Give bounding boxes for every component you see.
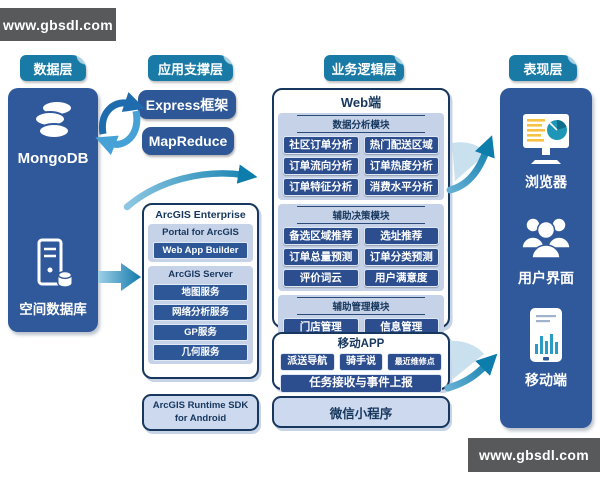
portal-item: Web App Builder [153,242,248,259]
arcgis-server-title: ArcGIS Server [168,269,233,280]
arrow-spatialdb-arcgis [98,263,141,291]
arcgis-service-item: GP服务 [153,324,248,341]
arrow-mobileapp-mobile [444,340,498,392]
arcgis-server-panel: ArcGIS Server 地图服务 网络分析服务 GP服务 几何服务 [148,266,253,364]
data-node-label: 空间数据库 [19,302,87,317]
wechat-miniprogram-box: 微信小程序 [272,396,450,428]
mapreduce-node: MapReduce [142,127,234,155]
data-layer-column: MongoDB 空间数据库 [8,88,98,332]
watermark-text: www.gbsdl.com [3,16,113,33]
portal-title: Portal for ArcGIS [162,227,239,238]
data-node-label: MongoDB [17,150,89,167]
module-item: 评价词云 [283,269,359,287]
module-item: 订单特征分析 [283,178,359,196]
module-item: 备选区域推荐 [283,227,359,245]
watermark-bottom-right: www.gbsdl.com [468,438,600,472]
mobile-app-items: 派送导航 骑手说 最近维修点 [278,351,444,371]
watermark-top-left: www.gbsdl.com [0,8,116,41]
module-title: 辅助管理模块 [297,297,425,315]
module-items: 社区订单分析 热门配送区域 订单流向分析 订单热度分析 订单特征分析 消费水平分… [281,133,441,197]
layer-tab-presentation: 表现层 [509,55,577,81]
web-box-title: Web端 [340,95,382,110]
layer-tab-data: 数据层 [20,55,86,81]
watermark-text: www.gbsdl.com [479,447,589,463]
express-framework-node: Express框架 [138,90,236,119]
module-item: 订单分类预测 [363,248,439,266]
presentation-layer-column: 浏览器 用户界面 [500,88,592,428]
module-title: 数据分析模块 [297,115,425,133]
layer-tab-label: 应用支撑层 [157,61,223,77]
arrow-web-browser [446,135,495,194]
mobile-icon [500,306,592,364]
module-item: 热门配送区域 [363,136,439,154]
module-item: 门店管理 [283,318,359,336]
layer-tab-label: 业务逻辑层 [331,61,397,77]
sync-arrows-mongodb-express [95,92,145,156]
database-icon [8,98,98,144]
module-title: 辅助决策模块 [297,206,425,224]
server-database-icon [8,238,98,290]
arcgis-enterprise-box: ArcGIS Enterprise Portal for ArcGIS Web … [142,203,259,379]
wechat-miniprogram-label: 微信小程序 [329,406,393,421]
module-item: 消费水平分析 [363,178,439,196]
presentation-node-label: 用户界面 [518,270,574,286]
arcgis-service-item: 几何服务 [153,344,248,361]
mobile-app-item: 最近维修点 [387,353,442,371]
presentation-node-label: 浏览器 [525,174,567,190]
users-icon [500,212,592,262]
module-item: 订单总量预测 [283,248,359,266]
presentation-node-label: 移动端 [525,372,567,388]
web-module-box: Web端 数据分析模块 社区订单分析 热门配送区域 订单流向分析 订单热度分析 … [272,88,450,361]
pill-label: MapReduce [148,133,228,149]
module-item: 订单热度分析 [363,157,439,175]
arcgis-service-item: 网络分析服务 [153,304,248,321]
layer-tab-label: 数据层 [33,61,73,77]
arcgis-runtime-sdk-box: ArcGIS Runtime SDK for Android [142,394,259,431]
mobile-app-box: 移动APP 派送导航 骑手说 最近维修点 任务接收与事件上报 [272,332,450,393]
layer-tab-label: 表现层 [523,61,563,77]
module-item: 社区订单分析 [283,136,359,154]
mobile-app-title: 移动APP [337,338,385,350]
portal-panel: Portal for ArcGIS Web App Builder [148,224,253,262]
runtime-sdk-line2: for Android [174,412,227,424]
runtime-sdk-line1: ArcGIS Runtime SDK [152,400,249,412]
mobile-app-item: 派送导航 [280,353,335,371]
arcgis-enterprise-title: ArcGIS Enterprise [155,209,246,221]
arcgis-service-item: 地图服务 [153,284,248,301]
mobile-app-wide-item: 任务接收与事件上报 [280,374,442,393]
pill-label: Express框架 [145,96,229,113]
module-item: 用户满意度 [363,269,439,287]
module-item: 选址推荐 [363,227,439,245]
layer-tab-business: 业务逻辑层 [324,55,404,81]
module-items: 备选区域推荐 选址推荐 订单总量预测 订单分类预测 评价词云 用户满意度 [281,224,441,288]
module-panel-decision-support: 辅助决策模块 备选区域推荐 选址推荐 订单总量预测 订单分类预测 评价词云 用户… [278,204,444,291]
module-panel-data-analysis: 数据分析模块 社区订单分析 热门配送区域 订单流向分析 订单热度分析 订单特征分… [278,113,444,200]
layer-tab-support: 应用支撑层 [148,55,233,81]
arrow-support-web [123,164,258,211]
mobile-app-item: 骑手说 [338,353,384,371]
browser-icon [500,112,592,168]
module-item: 订单流向分析 [283,157,359,175]
